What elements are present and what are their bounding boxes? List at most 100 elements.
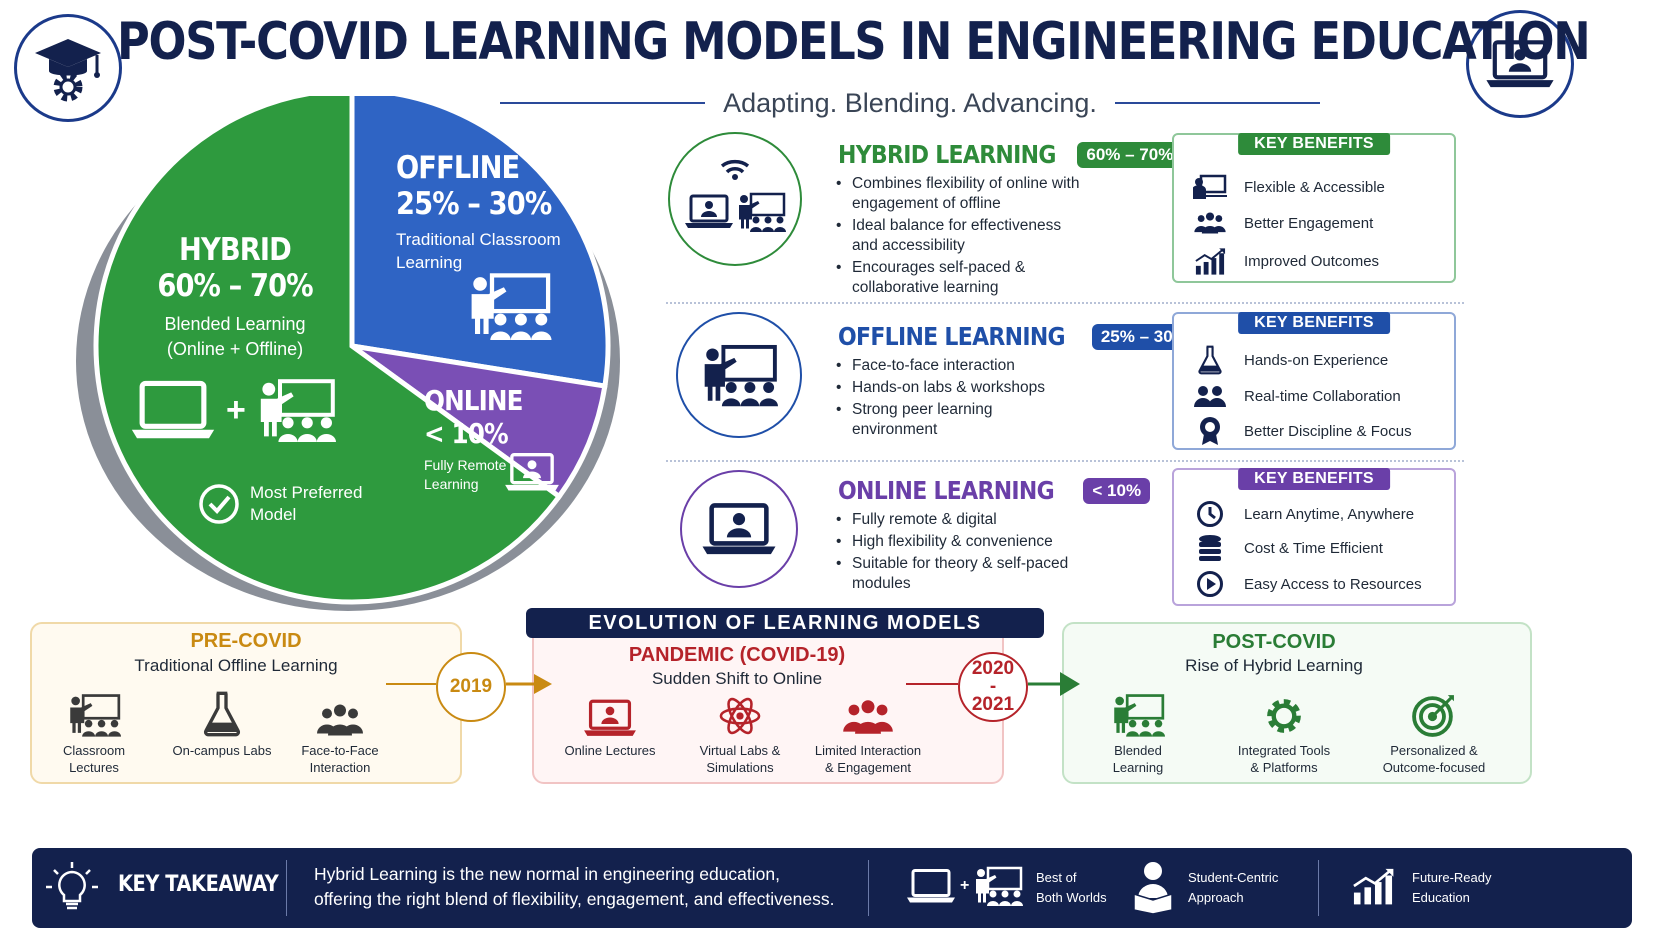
coins-icon bbox=[1192, 532, 1228, 564]
hybrid-slice-name: HYBRID bbox=[179, 232, 292, 268]
student-reading-icon bbox=[1133, 862, 1173, 914]
offline-slice-desc2: Learning bbox=[396, 253, 463, 272]
post-covid-heading: POST-COVID bbox=[1212, 631, 1336, 653]
offline-slice-name: OFFLINE bbox=[396, 150, 520, 186]
limited-interaction-item: Limited Interaction& Engagement bbox=[798, 686, 938, 776]
clock-icon bbox=[1192, 498, 1228, 530]
year-2019-badge: 2019 bbox=[436, 652, 506, 722]
benefits-heading: KEY BENEFITS bbox=[1238, 468, 1390, 490]
benefit-item: Easy Access to Resources bbox=[1192, 568, 1422, 600]
hybrid-share-badge: 60% – 70% bbox=[1077, 141, 1183, 168]
gear-icon bbox=[1214, 686, 1354, 738]
desk-user-icon bbox=[1192, 171, 1228, 203]
key-takeaway-text: Hybrid Learning is the new normal in eng… bbox=[314, 864, 835, 909]
online-slice-desc2: Learning bbox=[424, 476, 479, 492]
key-takeaway-label: KEY TAKEAWAY bbox=[118, 872, 279, 897]
laptop-user-icon bbox=[1466, 10, 1574, 118]
pandemic-heading: PANDEMIC (COVID-19) bbox=[628, 644, 846, 666]
bullet-item: Encourages self-paced &collaborative lea… bbox=[836, 258, 1156, 298]
lightbulb-icon bbox=[46, 862, 98, 910]
offline-benefits-box: KEY BENEFITS Hands-on Experience Real-ti… bbox=[1172, 312, 1456, 450]
offline-bullets: Face-to-face interaction Hands-on labs &… bbox=[836, 356, 1156, 442]
hybrid-model-title: HYBRID LEARNING bbox=[838, 140, 1056, 169]
online-model-title: ONLINE LEARNING bbox=[838, 476, 1055, 505]
timeline-arrows bbox=[386, 672, 1080, 696]
key-takeaway-footer: KEY TAKEAWAY Hybrid Learning is the new … bbox=[32, 848, 1632, 928]
pie-slice-online bbox=[350, 343, 608, 500]
bullet-item: High flexibility & convenience bbox=[836, 532, 1156, 552]
offline-classroom-icon bbox=[466, 272, 552, 345]
subtitle-row: Adapting. Blending. Advancing. bbox=[500, 86, 1320, 120]
laptop-classroom-icon: + bbox=[906, 864, 1023, 908]
pre-covid-panel bbox=[30, 622, 462, 784]
play-icon bbox=[1192, 568, 1228, 600]
growth-chart-icon bbox=[1192, 245, 1228, 277]
benefit-item: Real-time Collaboration bbox=[1192, 380, 1401, 412]
offline-slice-label: OFFLINE 25% – 30% Traditional Classroom … bbox=[396, 150, 616, 274]
offline-slice-range: 25% – 30% bbox=[396, 186, 552, 222]
benefit-item: Flexible & Accessible bbox=[1192, 171, 1385, 203]
virtual-labs-item: Virtual Labs &Simulations bbox=[670, 686, 810, 776]
target-icon bbox=[1364, 686, 1504, 738]
laptop-icon bbox=[130, 380, 216, 440]
subtitle-left-rule bbox=[500, 102, 706, 104]
online-model-icon bbox=[680, 470, 798, 588]
pie-slice-hybrid bbox=[93, 96, 563, 605]
hybrid-slice-desc1: Blended Learning bbox=[164, 314, 306, 334]
integrated-tools-item: Integrated Tools& Platforms bbox=[1214, 686, 1354, 776]
hybrid-slice-desc2: (Online + Offline) bbox=[166, 339, 304, 359]
online-lectures-item: Online Lectures bbox=[540, 686, 680, 759]
online-slice-label: ONLINE < 10% Fully Remote Learning bbox=[424, 384, 594, 494]
flask-icon bbox=[1192, 344, 1228, 376]
pre-covid-subheading: Traditional Offline Learning bbox=[134, 656, 338, 675]
offline-model-title-row: OFFLINE LEARNING 25% – 30% bbox=[838, 322, 1197, 351]
post-covid-panel bbox=[1062, 622, 1532, 784]
medal-icon bbox=[1192, 415, 1228, 447]
on-campus-labs-item: On-campus Labs bbox=[152, 686, 292, 759]
online-share-badge: < 10% bbox=[1083, 477, 1151, 504]
online-slice-range: < 10% bbox=[424, 417, 509, 450]
footer-separator bbox=[868, 860, 869, 916]
pie-slice-offline bbox=[349, 96, 611, 389]
classroom-icon bbox=[256, 376, 336, 444]
subtitle-right-rule bbox=[1114, 102, 1320, 104]
online-benefits-box: KEY BENEFITS Learn Anytime, Anywhere Cos… bbox=[1172, 468, 1456, 606]
pair-icon bbox=[1192, 380, 1228, 412]
bullet-item: Hands-on labs & workshops bbox=[836, 378, 1156, 398]
evolution-banner: EVOLUTION OF LEARNING MODELS bbox=[526, 608, 1044, 638]
personalized-item: Personalized &Outcome-focused bbox=[1364, 686, 1504, 776]
online-slice-name: ONLINE bbox=[424, 384, 523, 417]
group-icon bbox=[1192, 207, 1228, 239]
benefit-item: Hands-on Experience bbox=[1192, 344, 1388, 376]
check-circle-icon bbox=[199, 484, 239, 524]
row-divider bbox=[666, 460, 1464, 462]
pre-covid-heading: PRE-COVID bbox=[190, 630, 302, 652]
benefit-item: Learn Anytime, Anywhere bbox=[1192, 498, 1414, 530]
offline-slice-desc1: Traditional Classroom bbox=[396, 230, 561, 249]
page-title: POST-COVID LEARNING MODELS IN ENGINEERIN… bbox=[117, 12, 1591, 72]
pandemic-subheading: Sudden Shift to Online bbox=[651, 669, 823, 688]
post-covid-subheading: Rise of Hybrid Learning bbox=[1185, 656, 1363, 675]
footer-separator bbox=[286, 860, 287, 916]
row-divider bbox=[666, 302, 1464, 304]
benefits-heading: KEY BENEFITS bbox=[1238, 312, 1390, 334]
callout-line1: Most Preferred bbox=[250, 483, 363, 502]
hybrid-model-icon bbox=[668, 132, 802, 266]
hybrid-benefits-box: KEY BENEFITS Flexible & Accessible Bette… bbox=[1172, 133, 1456, 283]
hybrid-slice-label: HYBRID 60% – 70% Blended Learning (Onlin… bbox=[120, 232, 350, 362]
bullet-item: Face-to-face interaction bbox=[836, 356, 1156, 376]
benefit-item: Cost & Time Efficient bbox=[1192, 532, 1383, 564]
online-model-title-row: ONLINE LEARNING < 10% bbox=[838, 476, 1151, 505]
page-subtitle: Adapting. Blending. Advancing. bbox=[723, 87, 1097, 118]
benefit-item: Better Engagement bbox=[1192, 207, 1373, 239]
classroom-icon bbox=[24, 686, 164, 738]
graduation-cap-gear-icon bbox=[14, 14, 122, 122]
bullet-item: Fully remote & digital bbox=[836, 510, 1156, 530]
